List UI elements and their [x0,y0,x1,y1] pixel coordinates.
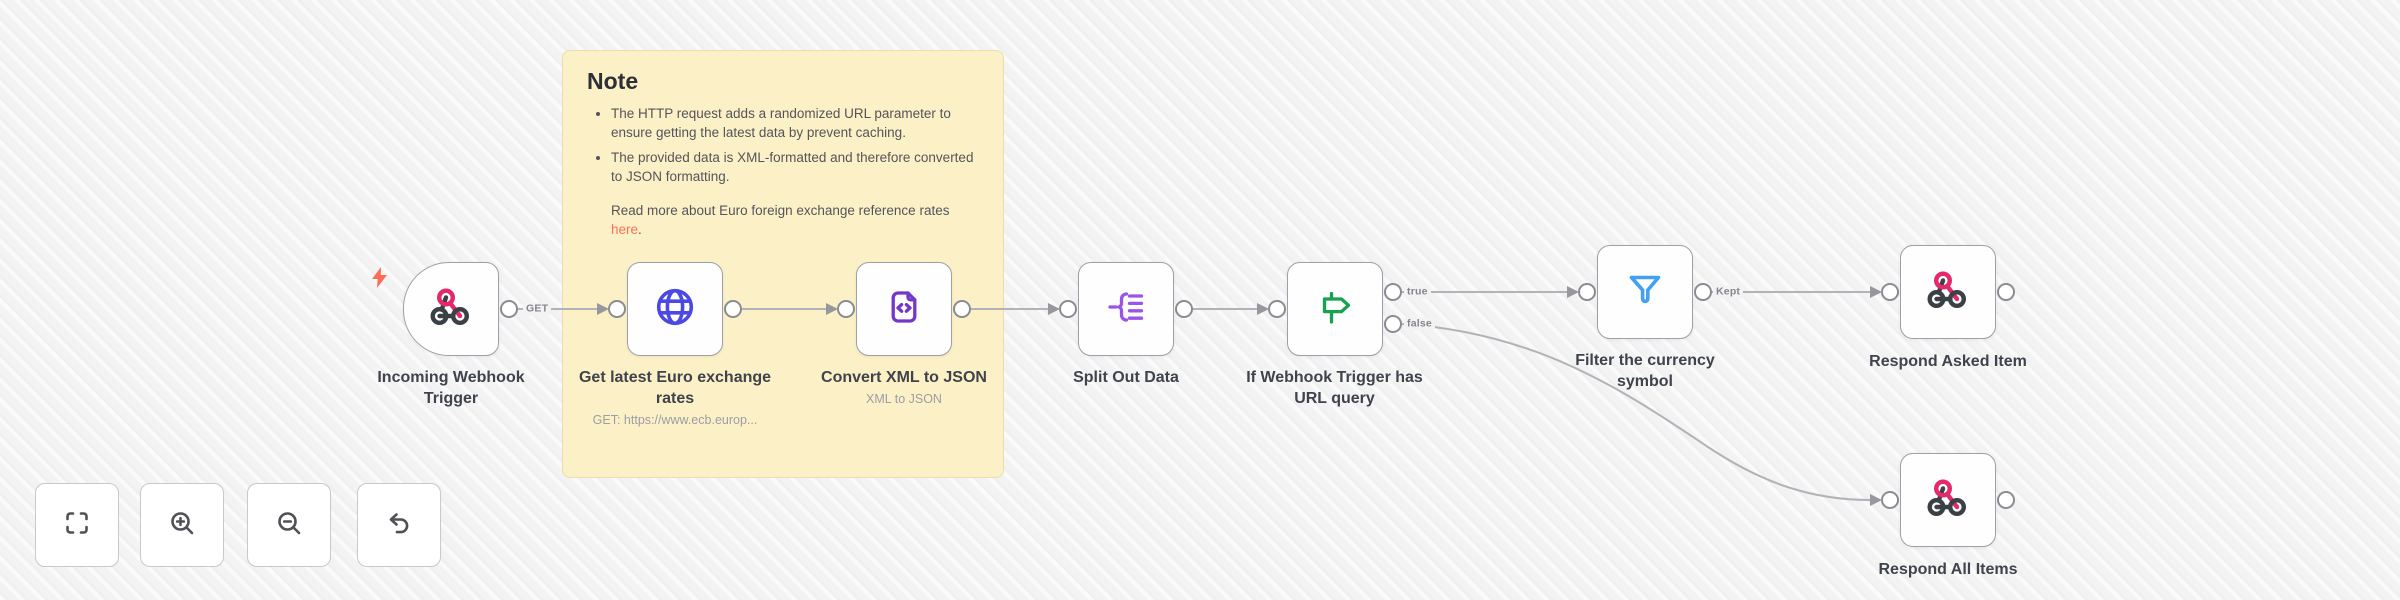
node-label-if-webhook-trigger: If Webhook Trigger has URL query [1246,369,1423,407]
node-label-convert-xml-to-json: Convert XML to JSON XML to JSON [774,367,1034,407]
port-filter-output[interactable] [1694,283,1712,301]
port-if-output-true[interactable] [1384,283,1402,301]
zoom-out-button[interactable] [247,483,331,567]
webhook-icon [428,284,474,335]
webhook-icon [1925,267,1971,318]
port-filter-input[interactable] [1578,283,1596,301]
port-respond-asked-output[interactable] [1997,283,2015,301]
wire-label-kept: Kept [1713,285,1744,299]
node-convert-xml-to-json[interactable] [856,262,952,356]
node-respond-all-items[interactable] [1900,453,1996,547]
port-http-input[interactable] [608,300,626,318]
port-xml-input[interactable] [837,300,855,318]
sticky-note-bullet: The provided data is XML-formatted and t… [611,149,979,186]
port-split-input[interactable] [1059,300,1077,318]
zoom-to-fit-button[interactable] [35,483,119,567]
connection-if-false-respond-all [1400,323,1871,501]
globe-icon [652,284,698,335]
node-sublabel-http: GET: https://www.ecb.europ... [592,413,758,427]
webhook-icon [1925,475,1971,526]
file-code-icon [881,284,927,335]
signpost-icon [1312,284,1358,335]
wire-label-false: false [1404,317,1435,331]
node-label-respond-asked-item: Respond Asked Item [1869,353,2027,370]
port-http-output[interactable] [724,300,742,318]
port-respond-asked-input[interactable] [1881,283,1899,301]
node-split-out-data[interactable] [1078,262,1174,356]
node-label-respond-all-items: Respond All Items [1878,561,2018,578]
funnel-icon [1622,267,1668,318]
node-if-webhook-trigger-has-url-query[interactable] [1287,262,1383,356]
wire-label-get: GET [523,302,552,316]
zoom-in-icon [167,508,197,543]
fit-view-icon [62,508,92,543]
undo-icon [384,508,414,543]
port-split-output[interactable] [1175,300,1193,318]
sticky-note-footer: Read more about Euro foreign exchange re… [611,203,950,237]
port-respond-all-output[interactable] [1997,491,2015,509]
node-get-latest-euro-exchange-rates[interactable] [627,262,723,356]
zoom-in-button[interactable] [140,483,224,567]
port-respond-all-input[interactable] [1881,491,1899,509]
connection-arrowheads [597,286,1882,506]
split-out-icon [1103,284,1149,335]
port-if-output-false[interactable] [1384,315,1402,333]
node-label-incoming-webhook-trigger: Incoming Webhook Trigger [377,369,525,407]
sticky-note-title: Note [587,68,639,94]
sticky-note-bullet: The HTTP request adds a randomized URL p… [611,105,979,142]
undo-button[interactable] [357,483,441,567]
port-xml-output[interactable] [953,300,971,318]
sticky-note-list: The HTTP request adds a randomized URL p… [587,105,979,186]
node-respond-asked-item[interactable] [1900,245,1996,339]
node-label-filter-currency-symbol: Filter the currency symbol [1575,352,1715,390]
execute-bolt-icon [370,266,389,294]
port-if-input[interactable] [1268,300,1286,318]
node-label-split-out-data: Split Out Data [1073,369,1179,386]
node-label-get-latest-euro-exchange-rates: Get latest Euro exchange rates GET: http… [560,367,790,428]
node-sublabel-xml: XML to JSON [866,392,942,406]
node-filter-the-currency-symbol[interactable] [1597,245,1693,339]
wire-label-true: true [1404,285,1431,299]
zoom-out-icon [274,508,304,543]
here-link[interactable]: here [611,221,639,237]
port-trigger-output[interactable] [500,300,518,318]
node-incoming-webhook-trigger[interactable] [403,262,499,356]
